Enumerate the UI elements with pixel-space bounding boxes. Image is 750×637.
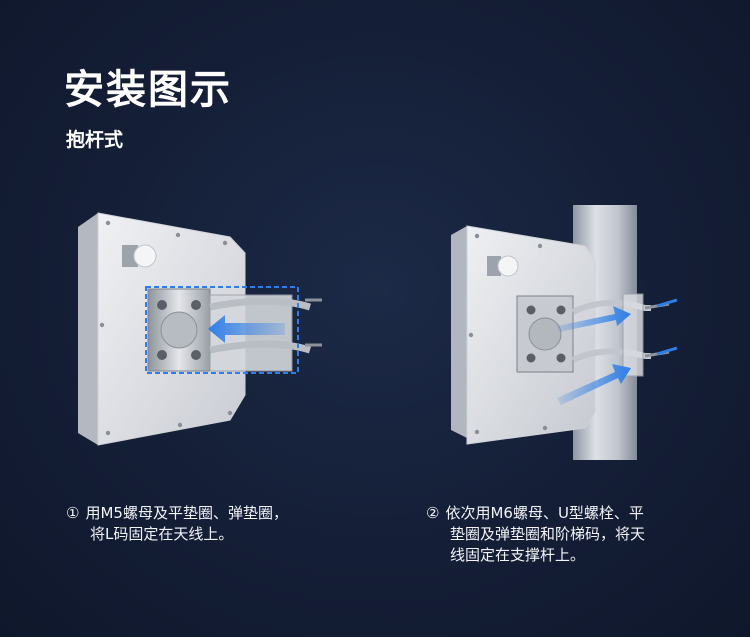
antenna-l-bracket-illustration — [78, 212, 322, 446]
antenna-pole-mount-illustration — [451, 205, 678, 460]
step-2-line-3: 线固定在支撑杆上。 — [450, 546, 586, 564]
step-2-line-2: 垫圈及弹垫圈和阶梯码，将天 — [450, 525, 646, 543]
step-1-line-2: 将L码固定在天线上。 — [90, 525, 234, 543]
page-title: 安装图示 — [64, 67, 232, 113]
page-subtitle: 抱杆式 — [66, 129, 124, 151]
step-1-number: ① — [66, 504, 80, 522]
step-2-number: ② — [426, 504, 440, 522]
